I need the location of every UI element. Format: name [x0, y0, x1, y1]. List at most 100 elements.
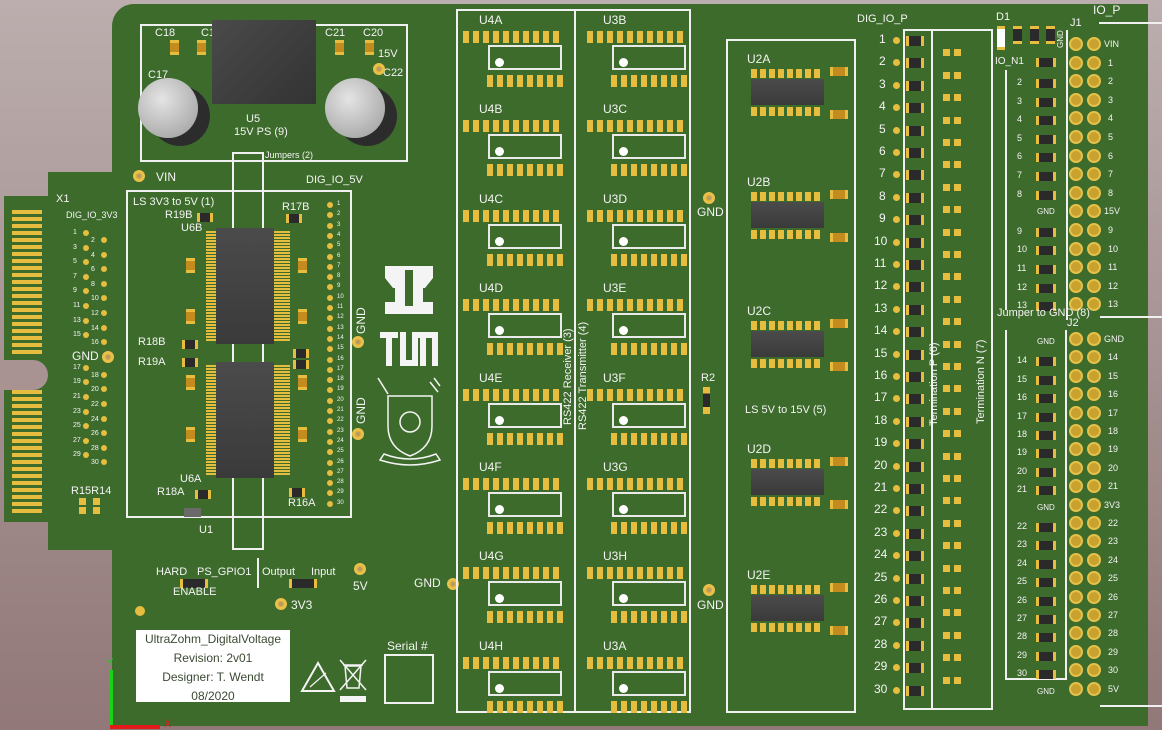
- j2-pin[interactable]: [1087, 405, 1101, 420]
- pin-label: 28: [337, 479, 344, 486]
- j2-pin[interactable]: [1087, 479, 1101, 494]
- j2-pin[interactable]: [1069, 663, 1083, 678]
- j1-pin[interactable]: [1069, 185, 1083, 200]
- j1-pin[interactable]: [1087, 167, 1101, 182]
- j1-pin[interactable]: [1087, 185, 1101, 200]
- r15r14-label: R15R14: [71, 485, 112, 497]
- j2-pin[interactable]: [1087, 497, 1101, 512]
- j2-pin[interactable]: [1069, 608, 1083, 622]
- j1-pin[interactable]: [1069, 297, 1083, 312]
- pin-label: 22: [337, 417, 344, 424]
- j2-pin[interactable]: [1087, 387, 1101, 402]
- test-point-gnd-mid[interactable]: [703, 192, 715, 204]
- pin-label: 2: [91, 237, 95, 244]
- pin-pad: [101, 295, 107, 302]
- j2-pin[interactable]: [1069, 516, 1083, 530]
- j1-pin[interactable]: [1069, 37, 1083, 51]
- j2-pin[interactable]: [1069, 534, 1083, 549]
- pin-pad: [83, 303, 89, 309]
- io-n-label: 23: [1017, 539, 1028, 550]
- j2-pin[interactable]: [1069, 589, 1083, 604]
- j2-pin[interactable]: [1069, 479, 1083, 494]
- j1-pin[interactable]: [1087, 223, 1101, 237]
- j2-pin[interactable]: [1087, 424, 1101, 438]
- j2-pin[interactable]: [1069, 571, 1083, 586]
- jumper-hard-enable[interactable]: [180, 579, 208, 588]
- j1-pin[interactable]: [1069, 278, 1083, 293]
- j2-pin-label: 3V3: [1104, 499, 1121, 510]
- j2-pin[interactable]: [1087, 681, 1101, 696]
- j2-pin[interactable]: [1087, 442, 1101, 457]
- j2-pin[interactable]: [1069, 368, 1083, 383]
- j2-pin[interactable]: [1069, 681, 1083, 696]
- test-point-15v[interactable]: [373, 63, 385, 75]
- test-point-gnd-5v-a[interactable]: [352, 336, 364, 348]
- j1-pin[interactable]: [1087, 297, 1101, 312]
- pin-label: 4: [91, 251, 95, 259]
- j2-pin[interactable]: [1069, 460, 1083, 475]
- termination-n-pad: [943, 273, 950, 281]
- j2-pin[interactable]: [1069, 644, 1083, 659]
- j2-pin[interactable]: [1069, 442, 1083, 457]
- j2-pin[interactable]: [1087, 626, 1101, 641]
- j2-pin[interactable]: [1069, 332, 1083, 346]
- j2-pin[interactable]: [1087, 534, 1101, 549]
- j1-pin[interactable]: [1069, 260, 1083, 275]
- test-point-vin[interactable]: [133, 170, 145, 182]
- serial-number-box[interactable]: [384, 654, 434, 704]
- j2-pin[interactable]: [1087, 332, 1101, 346]
- chip-outline: [612, 492, 686, 517]
- j1-pin[interactable]: [1069, 130, 1083, 144]
- j1-pin[interactable]: [1087, 74, 1101, 89]
- j2-pin[interactable]: [1069, 350, 1083, 365]
- j1-pin[interactable]: [1087, 260, 1101, 275]
- j2-pin[interactable]: [1069, 405, 1083, 420]
- j2-pin[interactable]: [1087, 368, 1101, 383]
- j2-pin[interactable]: [1087, 571, 1101, 586]
- termination-p-resistor: [906, 394, 924, 405]
- j1-pin[interactable]: [1087, 278, 1101, 293]
- j1-pin[interactable]: [1069, 148, 1083, 163]
- j1-pin[interactable]: [1087, 241, 1101, 256]
- j1-pin[interactable]: [1087, 111, 1101, 126]
- j2-pin[interactable]: [1069, 497, 1083, 512]
- termination-n-pad: [943, 407, 950, 415]
- j1-pin[interactable]: [1069, 223, 1083, 237]
- test-point-gnd-left[interactable]: [102, 351, 114, 363]
- test-point-3v3[interactable]: [275, 598, 287, 610]
- j1-pin[interactable]: [1087, 55, 1101, 70]
- j1-pin[interactable]: [1087, 37, 1101, 51]
- pin-pad: [327, 459, 333, 466]
- j1-pin[interactable]: [1069, 92, 1083, 107]
- j1-pin[interactable]: [1087, 148, 1101, 163]
- j1-pin[interactable]: [1069, 55, 1083, 70]
- j2-pin[interactable]: [1069, 552, 1083, 567]
- j2-pin[interactable]: [1087, 589, 1101, 604]
- j2-pin[interactable]: [1087, 460, 1101, 475]
- test-point-gnd-5v-b[interactable]: [352, 428, 364, 440]
- termination-n-pad: [943, 654, 950, 662]
- j2-pin[interactable]: [1069, 387, 1083, 402]
- j1-pin[interactable]: [1069, 241, 1083, 256]
- chip-outline: [612, 223, 686, 249]
- jumper-output-input[interactable]: [289, 579, 317, 588]
- j2-pin[interactable]: [1069, 424, 1083, 438]
- j2-pin[interactable]: [1087, 552, 1101, 567]
- j2-pin[interactable]: [1087, 516, 1101, 530]
- j2-pin[interactable]: [1087, 644, 1101, 659]
- j1-pin[interactable]: [1069, 204, 1083, 219]
- j1-pin[interactable]: [1087, 92, 1101, 107]
- j2-pin[interactable]: [1087, 350, 1101, 365]
- j1-pin[interactable]: [1087, 130, 1101, 144]
- termination-n-pad: [943, 49, 950, 57]
- j1-pin[interactable]: [1069, 74, 1083, 89]
- j2-pin[interactable]: [1069, 626, 1083, 641]
- j1-pin[interactable]: [1087, 204, 1101, 219]
- test-point-gnd-low[interactable]: [703, 584, 715, 596]
- j2-pin[interactable]: [1087, 608, 1101, 622]
- j2-pin[interactable]: [1087, 663, 1101, 678]
- j1-pin[interactable]: [1069, 111, 1083, 126]
- j1-pin[interactable]: [1069, 167, 1083, 182]
- test-point-5v[interactable]: [354, 563, 366, 575]
- pin-pad: [327, 274, 333, 281]
